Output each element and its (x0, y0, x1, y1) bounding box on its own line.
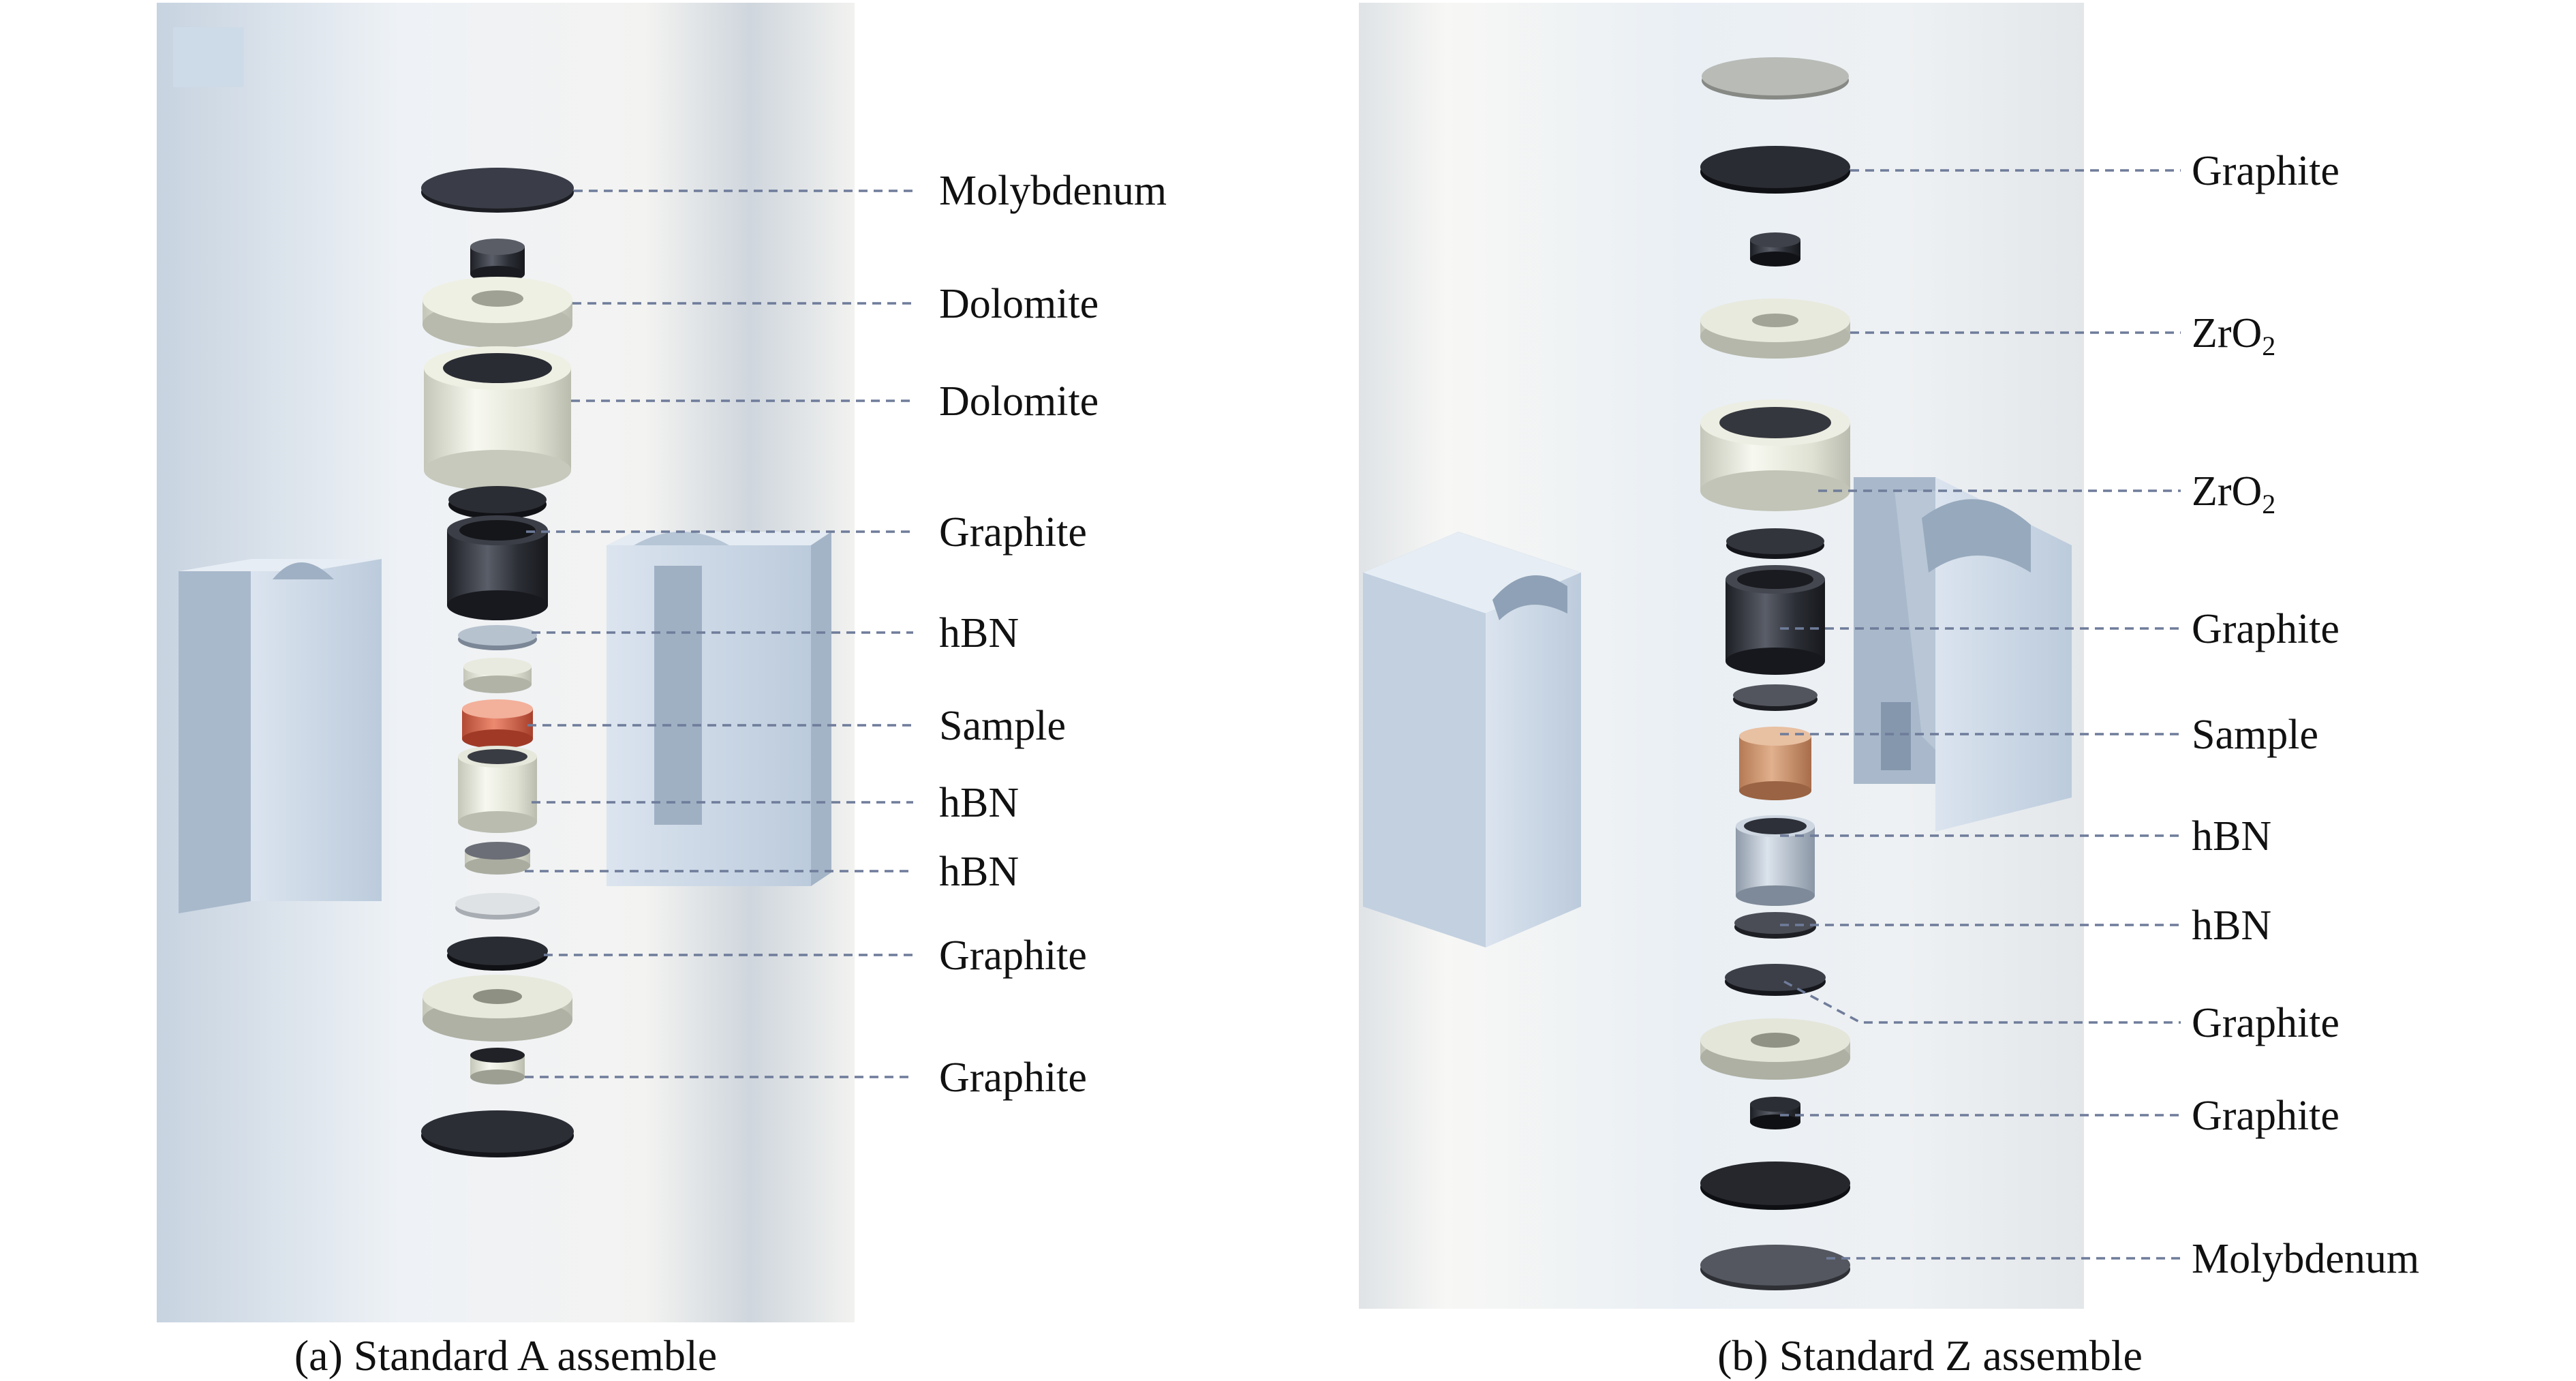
caption-b: (b) Standard Z assemble (1717, 1331, 2143, 1380)
label-b-zro2-sleeve-main: ZrO (2192, 468, 2262, 515)
label-b-hbn-disc: hBN (2192, 902, 2271, 949)
graphite-cap (448, 486, 547, 519)
labels-a: Molybdenum Dolomite Dolomite Graphite hB… (939, 168, 1167, 1101)
leader-lines-b (1780, 169, 2181, 1260)
left-block (179, 559, 382, 913)
label-a-molybdenum: Molybdenum (939, 168, 1167, 214)
molybdenum-disc-top (421, 168, 574, 213)
right-block (1854, 477, 2072, 832)
hbn-disc-lower (465, 842, 530, 875)
graphite-plug-bottom (470, 1048, 525, 1084)
label-a-sample: Sample (939, 703, 1066, 749)
molybdenum-disc-bottom (1700, 1245, 1850, 1290)
hbn-sleeve-upper (463, 658, 532, 693)
panel-b: Graphite ZrO2 ZrO2 Graphite Sample hBN h… (1359, 3, 2419, 1380)
label-a-graphite-plug: Graphite (939, 1054, 1087, 1101)
label-a-graphite-furnace: Graphite (939, 509, 1087, 556)
label-a-hbn-lower: hBN (939, 849, 1019, 895)
left-block (1363, 532, 1581, 947)
graphite-disc-lower (1725, 964, 1826, 996)
zro2-ring (1700, 299, 1850, 359)
label-b-zro2-sleeve: ZrO2 (2192, 468, 2275, 519)
label-b-zro2-ring-main: ZrO (2192, 310, 2262, 356)
label-a-graphite-disc: Graphite (939, 932, 1087, 979)
zro2-sleeve (1700, 399, 1850, 511)
panel-a: Molybdenum Dolomite Dolomite Graphite hB… (157, 3, 1167, 1380)
graphite-plug-top (470, 239, 525, 282)
dolomite-sleeve (424, 346, 571, 491)
hbn-thin-disc (455, 893, 540, 920)
label-a-hbn-sleeve: hBN (939, 780, 1019, 826)
graphite-thin-disc (1733, 684, 1818, 711)
label-b-graphite-top: Graphite (2192, 148, 2340, 194)
label-b-graphite-furnace: Graphite (2192, 606, 2340, 652)
right-block (607, 532, 831, 886)
label-b-zro2-sleeve-sub: 2 (2262, 489, 2275, 519)
hbn-sleeve-lower (458, 746, 537, 833)
zro2-ring-lower (1700, 1018, 1850, 1080)
graphite-furnace (1726, 565, 1825, 675)
graphite-cap (1726, 528, 1824, 559)
label-b-molybdenum: Molybdenum (2192, 1236, 2419, 1282)
caption-a: (a) Standard A assemble (294, 1331, 717, 1380)
panel-a-corner-swatch (173, 27, 244, 87)
sample-capsule (1739, 727, 1811, 800)
graphite-plug-top (1750, 232, 1800, 267)
stack-a (421, 168, 574, 1157)
graphite-furnace (447, 515, 548, 620)
label-b-sample: Sample (2192, 712, 2318, 758)
label-b-zro2-ring-sub: 2 (2262, 331, 2275, 361)
stack-b (1700, 57, 1850, 1290)
graphite-disc-bottom (1700, 1162, 1850, 1210)
label-a-hbn-upper: hBN (939, 610, 1019, 656)
graphite-disc-top (1700, 146, 1850, 194)
sample-capsule (462, 699, 533, 748)
graphite-disc-top-plain (1702, 57, 1849, 100)
labels-b: Graphite ZrO2 ZrO2 Graphite Sample hBN h… (2192, 148, 2419, 1282)
dolomite-ring (423, 277, 572, 348)
label-a-dolomite-ring: Dolomite (939, 281, 1099, 327)
dolomite-ring-lower (423, 975, 572, 1042)
label-b-hbn-sleeve: hBN (2192, 813, 2271, 860)
label-b-graphite-plug: Graphite (2192, 1093, 2340, 1139)
leader-lines-a (525, 189, 913, 1078)
hbn-disc (1734, 912, 1816, 939)
hbn-disc-upper (458, 625, 537, 650)
molybdenum-disc-bottom (421, 1110, 574, 1157)
label-a-dolomite-sleeve: Dolomite (939, 378, 1099, 425)
label-b-zro2-ring: ZrO2 (2192, 310, 2275, 361)
hbn-sleeve (1736, 815, 1815, 906)
label-b-graphite-disc: Graphite (2192, 1000, 2340, 1046)
graphite-plug-bottom (1750, 1097, 1800, 1129)
graphite-disc-lower (447, 937, 548, 971)
